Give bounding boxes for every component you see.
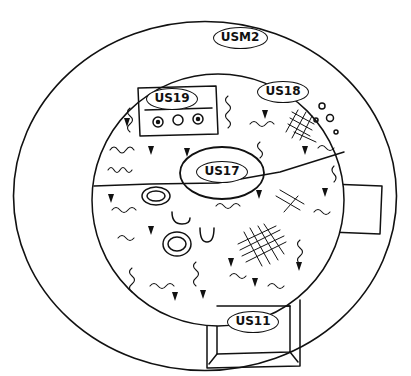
pit-circle (92, 74, 344, 326)
stone (173, 115, 183, 125)
trench-corner (209, 352, 298, 364)
section-marker (108, 110, 328, 301)
hatching (238, 110, 316, 266)
soil-texture (108, 96, 336, 292)
stone (319, 103, 325, 109)
unit-label: US18 (257, 81, 309, 103)
stone (153, 117, 163, 127)
unit-number: US17 (204, 165, 239, 178)
pit-feature (180, 147, 264, 199)
label-oval: USM2 (213, 27, 268, 49)
ring-outline (12, 20, 398, 372)
ring-ellipse (14, 22, 397, 371)
u-object (172, 212, 190, 224)
unit-number: USM2 (221, 31, 260, 44)
unit-number: US11 (235, 315, 270, 328)
unit-label: US11 (227, 311, 279, 333)
unit-number: US18 (265, 85, 300, 98)
layer-boundary (94, 152, 344, 186)
stone (314, 118, 318, 122)
outer-ring: US19 US18US17US11 USM2 (12, 20, 398, 372)
box-feature (138, 86, 218, 136)
stone-dot (157, 121, 160, 124)
u-object (200, 228, 214, 242)
stone (163, 232, 191, 256)
stone (327, 115, 334, 122)
unit-label: US17 (196, 161, 248, 183)
stone (193, 114, 203, 124)
bottom-trench-edge (217, 305, 290, 307)
stone-dot (197, 118, 200, 121)
unit-number: US19 (154, 92, 189, 105)
stone (147, 191, 165, 201)
stone (334, 130, 338, 134)
stone (142, 187, 170, 205)
unit-label: US19 (146, 88, 198, 110)
stone (168, 237, 186, 251)
